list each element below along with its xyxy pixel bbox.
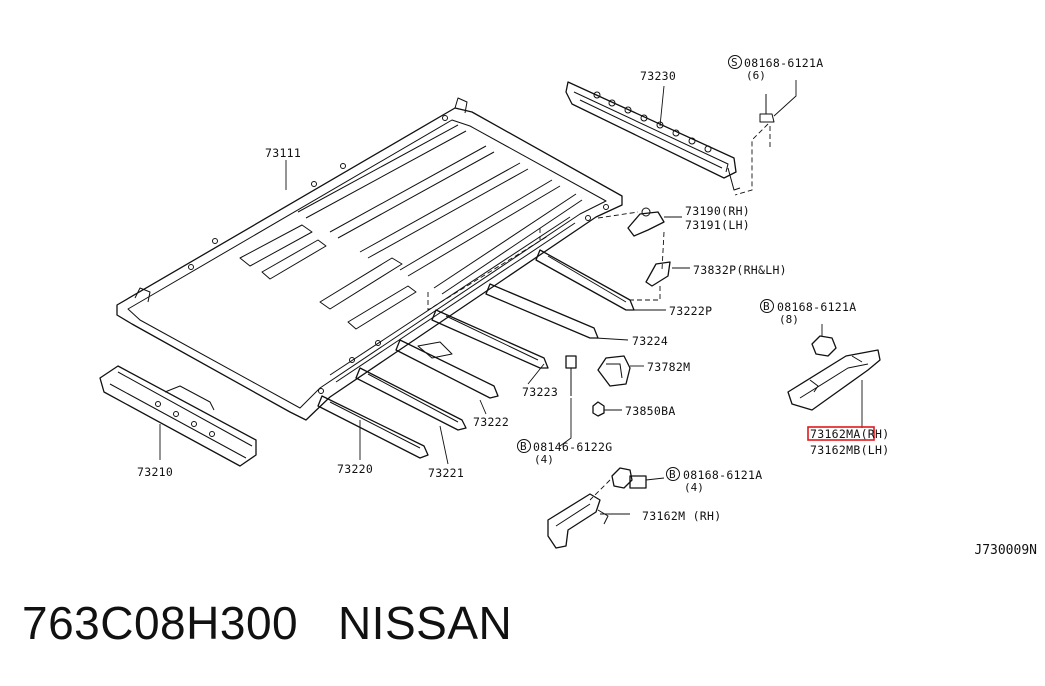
badge-s-top: S	[728, 55, 742, 69]
part-footer: 763C08H300 NISSAN	[22, 596, 512, 650]
label-bow-223: 73223	[522, 385, 558, 399]
brand-name: NISSAN	[337, 597, 513, 649]
label-nut: 73850BA	[625, 404, 676, 418]
bracket-73832P-drawing	[630, 261, 690, 301]
diagram-code: J730009N	[974, 543, 1037, 558]
label-bolt-low-qty: (4)	[684, 481, 704, 494]
label-bow-220: 73220	[337, 462, 373, 476]
leader-73221	[439, 425, 449, 465]
rail-73210-drawing	[99, 365, 257, 467]
bow-73220-drawing	[317, 395, 429, 459]
label-bolt-low: 08168-6121A	[683, 468, 762, 482]
stay-73162MA-drawing	[787, 349, 881, 428]
retainer-73782M-drawing	[597, 355, 644, 387]
nut-73850BA-drawing	[592, 401, 622, 417]
badge-b-low: B	[666, 467, 680, 481]
badge-b-mid: B	[517, 439, 531, 453]
bow-73222P-drawing	[535, 249, 635, 311]
bracket-73190-drawing	[597, 207, 682, 271]
badge-b-right-text: B	[763, 300, 770, 313]
label-bolt-right: 08168-6121A	[777, 300, 856, 314]
label-stay-a-rh: 73162MA(RH)	[810, 427, 889, 441]
label-retainer: 73782M	[647, 360, 690, 374]
label-bow-222: 73222	[473, 415, 509, 429]
leader-73223	[527, 363, 545, 385]
bow-73224-drawing	[485, 283, 599, 339]
label-bolt-top-qty: (6)	[746, 69, 766, 82]
label-stay-b-lh: 73162MB(LH)	[810, 443, 889, 457]
bolt-mid-drawing	[559, 355, 577, 447]
badge-b-low-text: B	[669, 468, 676, 481]
highlight-box-73162MA	[807, 426, 875, 441]
bow-73221-drawing	[355, 367, 467, 431]
label-bow-p: 73222P	[669, 304, 712, 318]
leader-73224	[595, 337, 629, 341]
label-bolt-top: 08168-6121A	[744, 56, 823, 70]
label-stay-m-rh: 73162M (RH)	[642, 509, 721, 523]
leader-73222	[479, 399, 487, 415]
bolt-right-drawing	[811, 324, 837, 357]
part-number: 763C08H300	[22, 597, 299, 649]
label-bolt-mid-qty: (4)	[534, 453, 554, 466]
rail-73230-drawing	[565, 81, 741, 191]
bow-73222-drawing	[395, 339, 499, 399]
stay-73162M-drawing	[547, 493, 630, 549]
label-rail-rear: 73230	[640, 69, 676, 83]
label-bow-221: 73221	[428, 466, 464, 480]
roof-panel-drawing	[116, 97, 623, 421]
badge-b-mid-text: B	[520, 440, 527, 453]
bow-73223-drawing	[431, 309, 549, 369]
leader-73230	[659, 85, 665, 127]
badge-b-right: B	[760, 299, 774, 313]
label-bolt-mid: 08146-6122G	[533, 440, 612, 454]
bolt-low-drawing	[589, 467, 665, 501]
label-bow-224: 73224	[632, 334, 668, 348]
bolt-top-drawing	[734, 80, 797, 196]
label-bolt-right-qty: (8)	[779, 313, 799, 326]
label-bracket-pair: 73832P(RH&LH)	[693, 263, 787, 277]
label-bracket-rh: 73190(RH)	[685, 204, 750, 218]
label-rail-front: 73210	[137, 465, 173, 479]
badge-s-text: S	[731, 56, 738, 69]
label-bracket-lh: 73191(LH)	[685, 218, 750, 232]
label-roof-panel: 73111	[265, 146, 301, 160]
